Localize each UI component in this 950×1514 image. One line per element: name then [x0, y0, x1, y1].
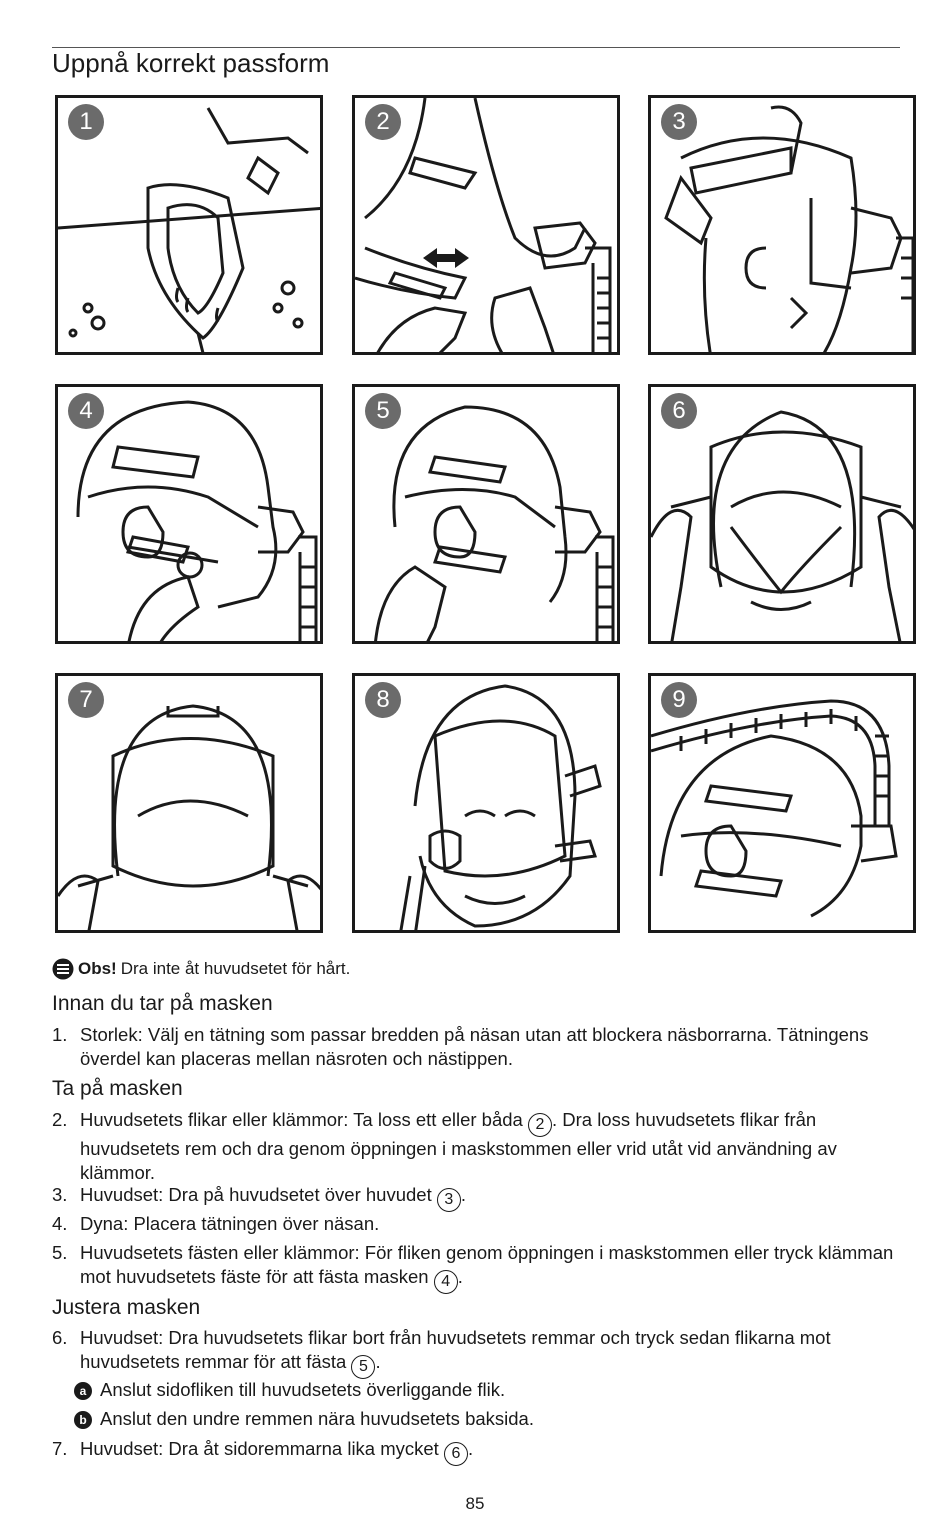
- step-number-badge: 5: [365, 393, 401, 429]
- step-number-badge: 4: [68, 393, 104, 429]
- figure-ref: 5: [351, 1355, 376, 1379]
- item-number: 3.: [52, 1184, 68, 1205]
- step-panel-5: 5: [352, 384, 620, 644]
- tab-fasten-illustration: [374, 405, 615, 641]
- item-number: 1.: [52, 1024, 68, 1045]
- page-title: Uppnå korrekt passform: [52, 48, 330, 78]
- item-text: Huvudsetets fästen eller klämmor: För fl…: [80, 1241, 910, 1294]
- figure-ref: 3: [436, 1188, 461, 1212]
- item-number: 2.: [52, 1109, 68, 1130]
- headgear-over-head-illustration: [664, 105, 913, 352]
- step-panel-9: 9: [648, 673, 916, 933]
- item-text: Huvudsetets flikar eller klämmor: Ta los…: [80, 1109, 837, 1183]
- step-panel-4: 4: [55, 384, 323, 644]
- step-number-badge: 1: [68, 104, 104, 140]
- sub-item-a: a Anslut sidofliken till huvudsetets över…: [74, 1378, 505, 1402]
- sub-marker: a: [74, 1382, 92, 1400]
- item-number: 4.: [52, 1213, 68, 1234]
- step-panel-2: 2: [352, 95, 620, 355]
- step-number-badge: 7: [68, 682, 104, 718]
- section-heading-put-on: Ta på masken: [52, 1077, 183, 1100]
- step-number-badge: 6: [661, 393, 697, 429]
- tube-connected-illustration: [651, 699, 898, 918]
- lower-strap-adjust-illustration: [58, 704, 320, 930]
- note-icon: [52, 958, 74, 980]
- section-heading-before: Innan du tar på masken: [52, 992, 273, 1015]
- note: Obs! Dra inte åt huvudsetet för hårt.: [52, 958, 350, 980]
- top-strap-adjust-illustration: [651, 410, 913, 641]
- item-text: Dyna: Placera tätningen över näsan.: [80, 1213, 380, 1234]
- step-number-badge: 8: [365, 682, 401, 718]
- section-heading-adjust: Justera masken: [52, 1296, 201, 1319]
- step-number-badge: 3: [661, 104, 697, 140]
- item-text: Huvudset: Dra på huvudsetet över huvudet…: [80, 1183, 910, 1212]
- note-text: Dra inte åt huvudsetet för hårt.: [120, 959, 351, 978]
- page-number: 85: [465, 1494, 485, 1513]
- figure-ref: 4: [433, 1270, 458, 1294]
- item-text: Huvudset: Dra huvudsetets flikar bort fr…: [80, 1326, 910, 1379]
- headgear-clip-detach-illustration: [355, 98, 612, 352]
- step-panel-1: 1: [55, 95, 323, 355]
- item-text: Storlek: Välj en tätning som passar bred…: [80, 1024, 869, 1069]
- sub-text: Anslut sidofliken till huvudsetets överl…: [100, 1379, 506, 1400]
- item-number: 7.: [52, 1438, 68, 1459]
- step-panel-6: 6: [648, 384, 916, 644]
- step-panel-3: 3: [648, 95, 916, 355]
- step-number-badge: 2: [365, 104, 401, 140]
- item-number: 6.: [52, 1327, 68, 1348]
- sub-item-b: b Anslut den undre remmen nära huvudsetet…: [74, 1407, 534, 1431]
- step-panel-8: 8: [352, 673, 620, 933]
- item-number: 5.: [52, 1242, 68, 1263]
- sub-marker: b: [74, 1411, 92, 1429]
- mask-rinse-illustration: [58, 107, 320, 352]
- item-text: Huvudset: Dra åt sidoremmarna lika mycke…: [80, 1437, 910, 1466]
- front-fit-illustration: [399, 684, 602, 930]
- figure-ref: 2: [527, 1113, 552, 1137]
- header-rule: [52, 47, 900, 48]
- step-panel-7: 7: [55, 673, 323, 933]
- figure-ref: 6: [443, 1442, 468, 1466]
- clip-attach-illustration: [76, 400, 318, 641]
- note-label: Obs!: [78, 959, 117, 978]
- step-number-badge: 9: [661, 682, 697, 718]
- sub-text: Anslut den undre remmen nära huvudsetets…: [100, 1408, 534, 1429]
